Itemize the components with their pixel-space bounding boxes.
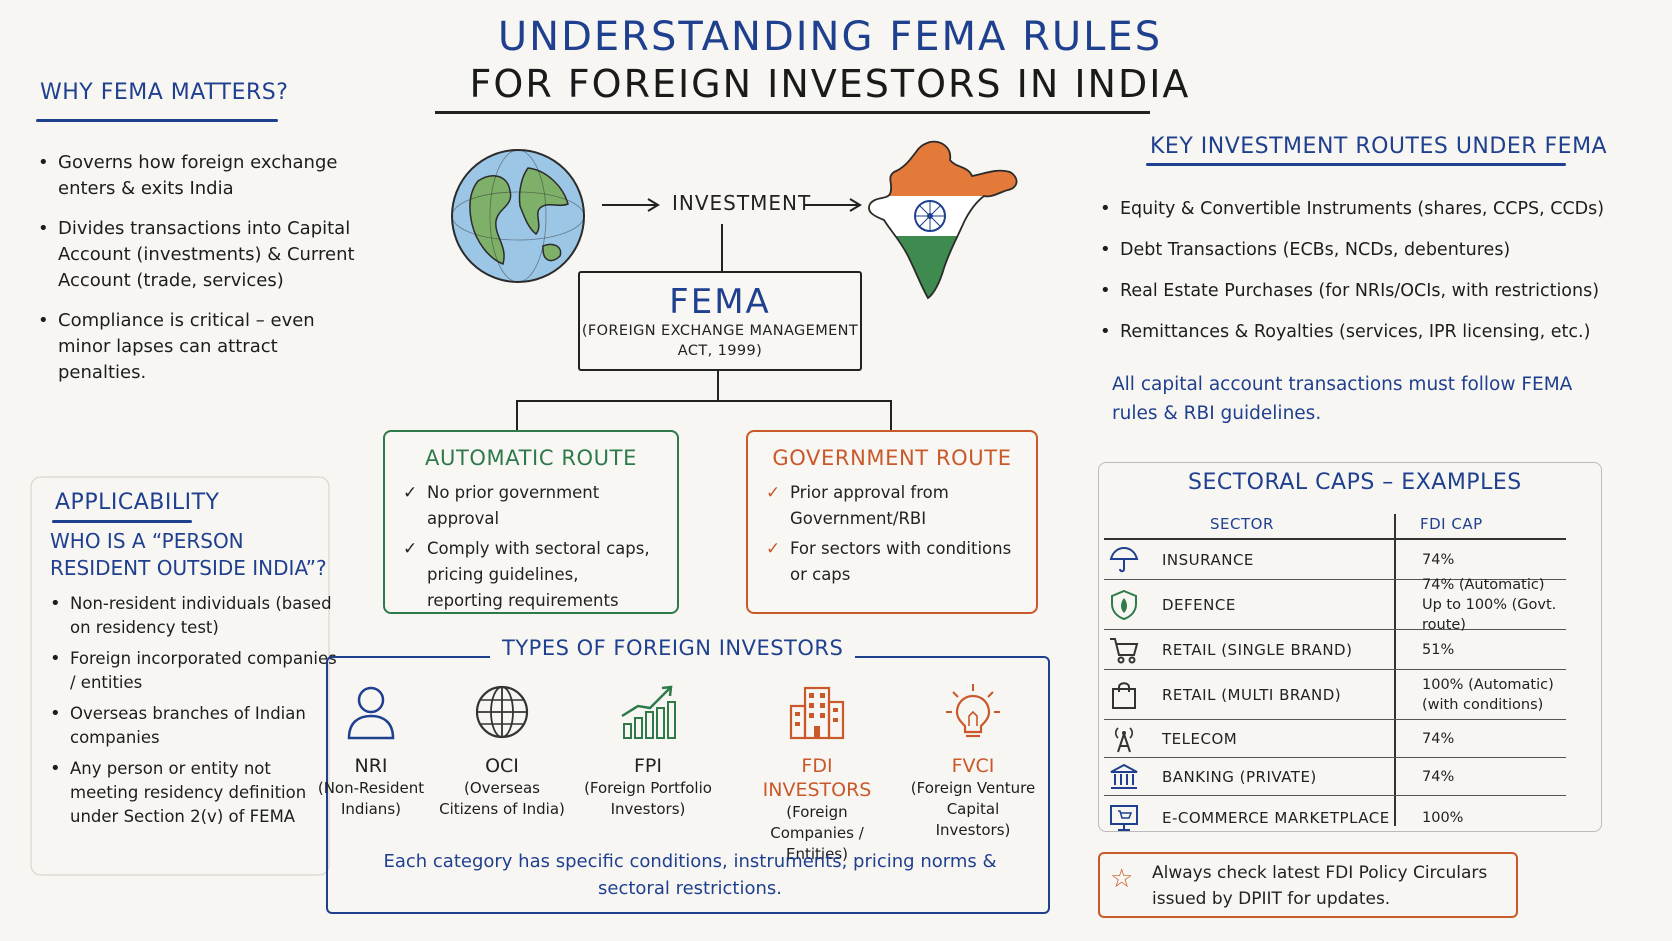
government-route-box: Government Route ✓Prior approval from Go…: [746, 430, 1038, 614]
table-divider: [1104, 538, 1566, 540]
investor-description: (Foreign Venture Capital Investors): [910, 779, 1036, 839]
checkmark-icon: ✓: [766, 539, 781, 559]
column-header-sector: Sector: [1210, 515, 1274, 533]
lightbulb-icon: [946, 684, 1000, 738]
tip-text: Always check latest FDI Policy Circulars…: [1152, 863, 1488, 909]
title-line-1: Understanding FEMA Rules: [497, 14, 1163, 60]
fema-title: FEMA: [669, 282, 771, 322]
list-item: ✓Prior approval from Government/RBI: [766, 480, 1018, 532]
investor-types-title: Types of Foreign Investors: [490, 636, 856, 660]
investor-name: FPI: [634, 755, 662, 777]
connector-line: [721, 224, 723, 272]
growth-chart-icon: [621, 685, 676, 739]
key-routes-underline: [1146, 163, 1566, 166]
why-fema-list: Governs how foreign exchange enters & ex…: [36, 150, 356, 400]
fema-box: FEMA (Foreign Exchange Management Act, 1…: [578, 271, 862, 371]
table-row: Retail (Multi Brand) 100% (Automatic)(wi…: [1104, 670, 1566, 720]
list-item: Foreign incorporated companies / entitie…: [48, 647, 338, 695]
applicability-heading: Applicability: [55, 490, 220, 515]
investor-description: (Overseas Citizens of India): [439, 779, 565, 818]
table-row: Insurance 74%: [1104, 540, 1566, 580]
shield-icon: [1104, 588, 1144, 622]
investor-name: OCI: [485, 755, 519, 777]
investor-oci: OCI (Overseas Citizens of India): [437, 682, 567, 820]
list-item: Governs how foreign exchange enters & ex…: [36, 150, 356, 202]
globe-icon: [475, 685, 529, 739]
sectoral-caps-table: Insurance 74% Defence 74% (Automatic)Up …: [1104, 540, 1566, 840]
investor-types-note: Each category has specific conditions, i…: [383, 851, 997, 899]
table-row: Defence 74% (Automatic)Up to 100% (Govt.…: [1104, 577, 1566, 633]
investor-nri: NRI (Non-Resident Indians): [306, 682, 436, 820]
list-item: ✓No prior government approval: [403, 480, 659, 532]
table-row: E-Commerce Marketplace 100%: [1104, 796, 1566, 840]
investor-fvci: FVCI (Foreign Venture Capital Investors): [908, 682, 1038, 841]
person-icon: [347, 686, 395, 740]
sectoral-caps-panel: [1098, 462, 1602, 832]
why-fema-underline: [36, 119, 278, 122]
applicability-list: Non-resident individuals (based on resid…: [48, 592, 338, 836]
title-line-2: for Foreign Investors in India: [469, 62, 1191, 106]
star-icon: ☆: [1110, 864, 1134, 894]
applicability-subheading: Who is a “Person Resident Outside India”…: [50, 529, 327, 580]
list-item: Remittances & Royalties (services, IPR l…: [1098, 319, 1653, 345]
shopping-cart-icon: [1104, 633, 1144, 667]
key-routes-note: All capital account transactions must fo…: [1112, 374, 1573, 424]
table-row: Telecom 74%: [1104, 720, 1566, 758]
checkmark-icon: ✓: [403, 539, 418, 559]
ecommerce-monitor-icon: [1104, 801, 1144, 835]
list-item: Overseas branches of Indian companies: [48, 702, 338, 750]
india-map-flag-icon: [868, 140, 1018, 300]
office-building-icon: [789, 686, 845, 740]
list-item: Any person or entity not meeting residen…: [48, 757, 338, 829]
bank-icon: [1104, 760, 1144, 794]
investor-fpi: FPI (Foreign Portfolio Investors): [583, 682, 713, 820]
arrow-right-icon: [602, 198, 660, 212]
applicability-underline: [52, 520, 192, 523]
globe-icon: [451, 149, 585, 283]
investor-description: (Foreign Portfolio Investors): [584, 779, 712, 818]
investment-label: Investment: [672, 191, 812, 215]
connector-line: [890, 400, 892, 430]
umbrella-icon: [1104, 543, 1144, 577]
why-fema-heading: Why FEMA Matters?: [40, 80, 289, 105]
list-item: Debt Transactions (ECBs, NCDs, debenture…: [1098, 237, 1653, 263]
sectoral-caps-heading: Sectoral Caps – Examples: [1188, 470, 1522, 495]
key-routes-list: Equity & Convertible Instruments (shares…: [1098, 196, 1653, 360]
list-item: Compliance is critical – even minor laps…: [36, 308, 356, 386]
arrow-right-icon: [804, 198, 862, 212]
list-item: Equity & Convertible Instruments (shares…: [1098, 196, 1653, 222]
list-item: ✓Comply with sectoral caps, pricing guid…: [403, 536, 659, 614]
government-route-title: Government Route: [772, 446, 1012, 470]
table-row: Banking (Private) 74%: [1104, 758, 1566, 796]
automatic-route-box: Automatic Route ✓No prior government app…: [383, 430, 679, 614]
list-item: Divides transactions into Capital Accoun…: [36, 216, 356, 294]
title-underline: [435, 111, 1150, 114]
connector-line: [516, 400, 892, 402]
checkmark-icon: ✓: [766, 483, 781, 503]
investor-fdi: FDI Investors (Foreign Companies / Entit…: [752, 682, 882, 865]
column-header-fdi-cap: FDI Cap: [1420, 515, 1483, 533]
connector-line: [717, 371, 719, 401]
table-divider: [1394, 514, 1396, 826]
table-row: Retail (Single Brand) 51%: [1104, 630, 1566, 670]
investor-description: (Foreign Companies / Entities): [770, 803, 864, 863]
fema-subtitle: (Foreign Exchange Management Act, 1999): [581, 323, 859, 359]
list-item: Non-resident individuals (based on resid…: [48, 592, 338, 640]
investor-name: FDI Investors: [762, 755, 872, 801]
antenna-icon: [1104, 722, 1144, 756]
investor-name: FVCI: [951, 755, 995, 777]
key-routes-heading: Key Investment Routes under FEMA: [1150, 134, 1608, 159]
investor-name: NRI: [354, 755, 388, 777]
investor-description: (Non-Resident Indians): [317, 779, 425, 818]
tip-box: [1098, 852, 1518, 918]
list-item: Real Estate Purchases (for NRIs/OCIs, wi…: [1098, 278, 1653, 304]
list-item: ✓For sectors with conditions or caps: [766, 536, 1018, 588]
shopping-bag-icon: [1104, 678, 1144, 712]
checkmark-icon: ✓: [403, 483, 418, 503]
connector-line: [516, 400, 518, 430]
automatic-route-title: Automatic Route: [425, 446, 637, 470]
